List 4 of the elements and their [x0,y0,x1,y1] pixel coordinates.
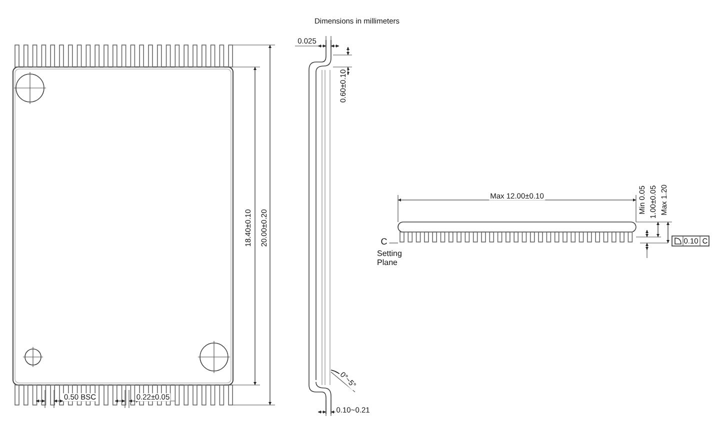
datum-label: C [380,238,388,246]
leader-line [388,242,398,244]
datum-plane-label: Setting Plane [376,250,400,268]
package-end-view-drawing [398,222,636,242]
